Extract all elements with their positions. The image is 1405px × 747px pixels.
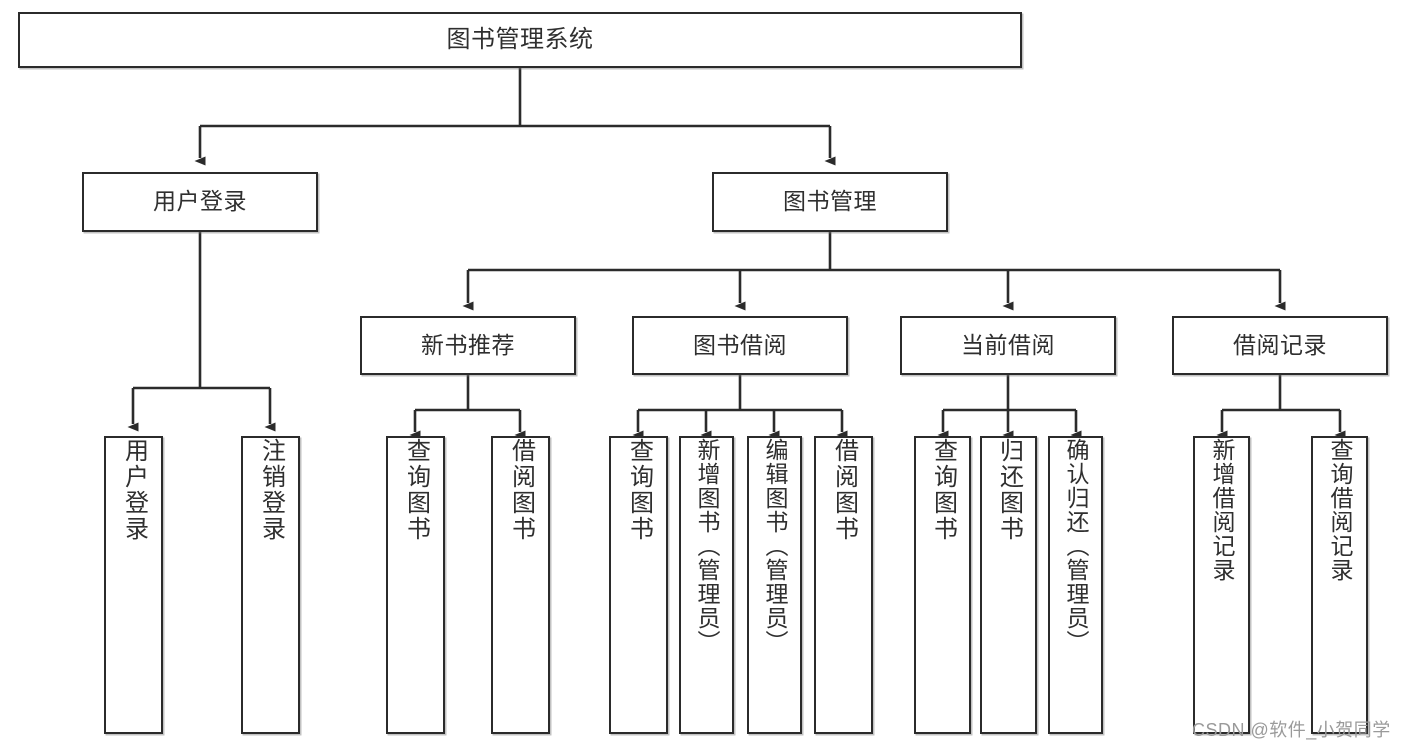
node-current-borrow[interactable]: 当前借阅 <box>900 316 1116 375</box>
node-label: 借阅图书 <box>830 438 858 542</box>
node-label: 注销登录 <box>257 438 285 542</box>
node-label: 借阅记录 <box>1233 331 1327 358</box>
node-label: 借阅图书 <box>507 438 535 542</box>
leaf-edit-book-admin[interactable]: 编辑图书（管理员） <box>747 436 802 734</box>
node-label: 新书推荐 <box>421 331 515 358</box>
node-label: 当前借阅 <box>961 331 1055 358</box>
node-root-system[interactable]: 图书管理系统 <box>18 12 1022 68</box>
leaf-query-book-current[interactable]: 查询图书 <box>914 436 971 734</box>
leaf-borrow-book-recommend[interactable]: 借阅图书 <box>491 436 550 734</box>
node-label: 图书管理系统 <box>446 25 594 53</box>
leaf-query-borrow-record[interactable]: 查询借阅记录 <box>1311 436 1368 734</box>
node-label: 归还图书 <box>995 438 1023 542</box>
node-label: 用户登录 <box>153 188 247 215</box>
leaf-query-book-borrow[interactable]: 查询图书 <box>609 436 668 734</box>
leaf-user-login[interactable]: 用户登录 <box>104 436 163 734</box>
leaf-confirm-return-admin[interactable]: 确认归还（管理员） <box>1048 436 1103 734</box>
node-label: 新增图书（管理员） <box>694 438 720 654</box>
csdn-watermark: CSDN @软件_小贺同学 <box>1192 720 1391 740</box>
node-user-login[interactable]: 用户登录 <box>82 172 318 232</box>
leaf-add-book-admin[interactable]: 新增图书（管理员） <box>679 436 734 734</box>
node-label: 查询图书 <box>402 438 430 542</box>
node-label: 用户登录 <box>120 438 148 542</box>
node-label: 图书借阅 <box>693 331 787 358</box>
node-label: 新增借阅记录 <box>1209 438 1235 582</box>
leaf-add-borrow-record[interactable]: 新增借阅记录 <box>1193 436 1250 734</box>
node-book-borrow[interactable]: 图书借阅 <box>632 316 848 375</box>
leaf-borrow-book[interactable]: 借阅图书 <box>814 436 873 734</box>
node-label: 编辑图书（管理员） <box>762 438 788 654</box>
node-label: 查询图书 <box>625 438 653 542</box>
leaf-logout[interactable]: 注销登录 <box>241 436 300 734</box>
node-label: 图书管理 <box>783 188 877 215</box>
leaf-query-book-recommend[interactable]: 查询图书 <box>386 436 445 734</box>
node-new-book-recommend[interactable]: 新书推荐 <box>360 316 576 375</box>
node-label: 查询图书 <box>929 438 957 542</box>
node-book-management[interactable]: 图书管理 <box>712 172 948 232</box>
node-label: 查询借阅记录 <box>1327 438 1353 582</box>
leaf-return-book[interactable]: 归还图书 <box>980 436 1037 734</box>
node-borrow-record[interactable]: 借阅记录 <box>1172 316 1388 375</box>
node-label: 确认归还（管理员） <box>1063 438 1089 654</box>
